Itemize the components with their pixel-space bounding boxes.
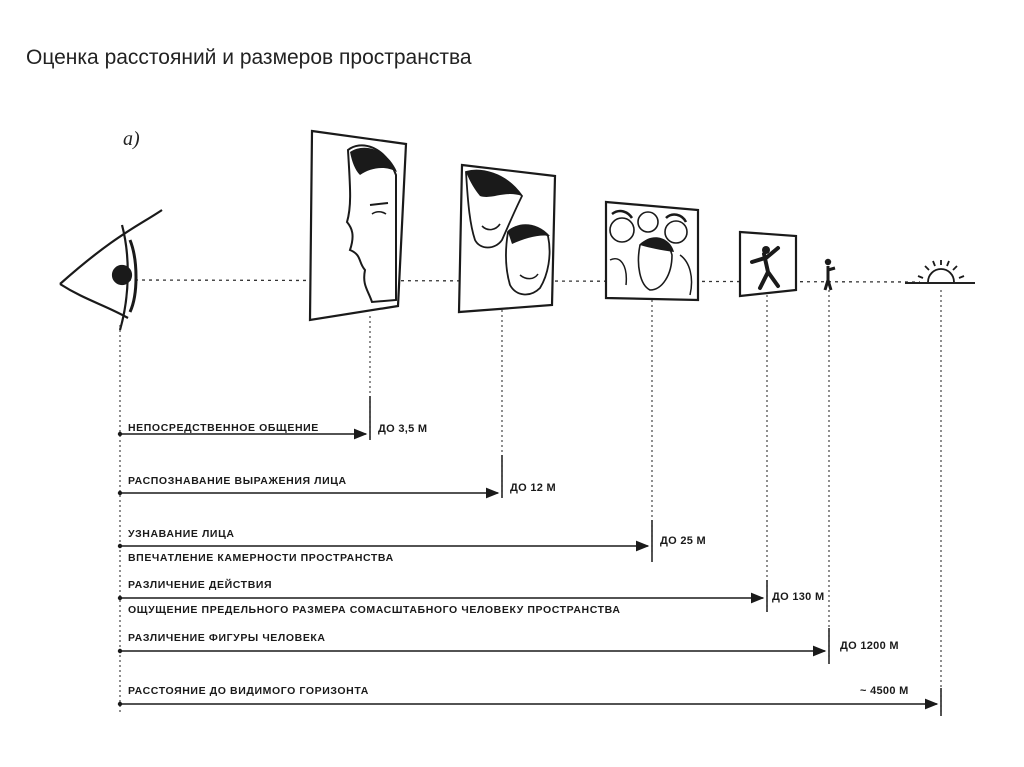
row-5-distance: ДО 1200 М bbox=[840, 640, 899, 652]
figure-label: а) bbox=[123, 128, 140, 150]
two-faces-icon bbox=[457, 163, 557, 314]
row-1-label: НЕПОСРЕДСТВЕННОЕ ОБЩЕНИЕ bbox=[128, 422, 319, 434]
row-3-label-b: ВПЕЧАТЛЕНИЕ КАМЕРНОСТИ ПРОСТРАНСТВА bbox=[128, 552, 394, 564]
standing-person-icon bbox=[823, 258, 836, 291]
setting-sun-icon bbox=[917, 260, 965, 283]
origin-dots bbox=[117, 431, 123, 707]
row-4-distance: ДО 130 М bbox=[772, 591, 824, 603]
row-4-label-a: РАЗЛИЧЕНИЕ ДЕЙСТВИЯ bbox=[128, 578, 272, 591]
eye-icon bbox=[59, 209, 163, 331]
drop-lines bbox=[119, 290, 942, 712]
row-2-distance: ДО 12 М bbox=[510, 482, 556, 494]
row-6-label: РАССТОЯНИЕ ДО ВИДИМОГО ГОРИЗОНТА bbox=[128, 685, 369, 697]
row-4-label-b: ОЩУЩЕНИЕ ПРЕДЕЛЬНОГО РАЗМЕРА СОМАСШТАБНО… bbox=[128, 604, 621, 616]
row-3-distance: ДО 25 М bbox=[660, 535, 706, 547]
crowd-icon bbox=[604, 200, 700, 302]
row-6-distance: ~ 4500 М bbox=[860, 685, 909, 697]
end-markers bbox=[369, 396, 942, 716]
page-title: Оценка расстояний и размеров пространств… bbox=[26, 46, 472, 69]
row-2-label: РАСПОЗНАВАНИЕ ВЫРАЖЕНИЯ ЛИЦА bbox=[128, 475, 347, 487]
face-profile-icon bbox=[308, 129, 408, 322]
row-1-distance: ДО 3,5 М bbox=[378, 423, 427, 435]
row-5-label: РАЗЛИЧЕНИЕ ФИГУРЫ ЧЕЛОВЕКА bbox=[128, 632, 326, 644]
dancing-figure-icon bbox=[738, 230, 798, 298]
row-3-label-a: УЗНАВАНИЕ ЛИЦА bbox=[128, 528, 235, 540]
